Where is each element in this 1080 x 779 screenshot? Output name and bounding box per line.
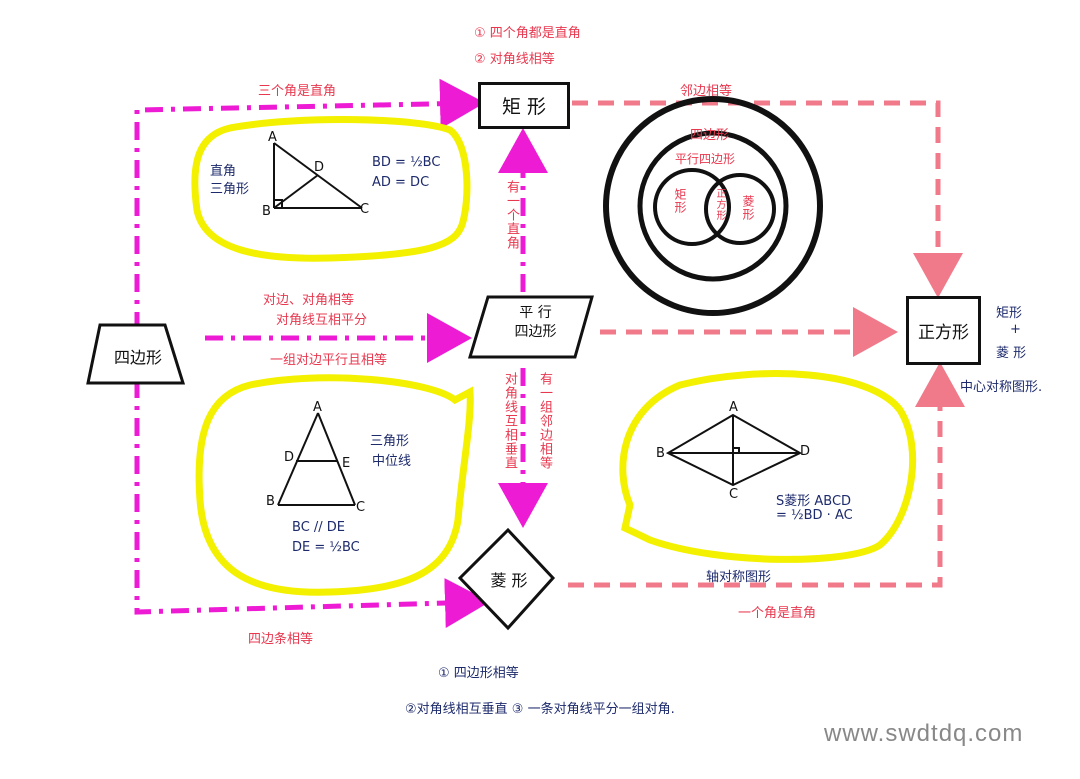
point-label-A: A <box>268 130 277 145</box>
point-label-A: A <box>313 400 322 415</box>
rhombus-property-2: ②对角线相互垂直 ③ 一条对角线平分一组对角. <box>405 702 675 717</box>
point-label-E: E <box>342 456 351 471</box>
node-parallelogram-line1: 平 行 <box>519 305 552 321</box>
rect-property-2: ② 对角线相等 <box>474 52 555 67</box>
edge-rect-to-square-line <box>572 100 963 298</box>
bubble-midline-formula-1: BC // DE <box>292 520 346 535</box>
bubble-right-triangle-formula-1: BD = ½BC <box>372 155 441 170</box>
edge-quad-to-rhombus-line <box>134 380 490 629</box>
node-rhombus: 菱 形 <box>490 571 528 590</box>
edge-label-quad-to-para-3: 一组对边平行且相等 <box>270 353 388 368</box>
point-label-D: D <box>800 444 811 459</box>
bubble-midline-formula-2: DE = ½BC <box>292 540 360 555</box>
bubble-midline-outline <box>195 374 474 596</box>
edge-label-quad-to-para-2: 对角线互相平分 <box>276 313 368 328</box>
point-label-C: C <box>356 500 366 515</box>
edge-label-rect-to-square: 邻边相等 <box>680 84 733 99</box>
bubble-rhombus-area-outline <box>619 370 917 563</box>
edge-label-quad-to-rhombus: 四边条相等 <box>248 632 314 647</box>
square-note-plus: + <box>1010 322 1021 337</box>
venn-outer-label: 四边形 <box>690 128 730 143</box>
node-parallelogram-line2: 四边形 <box>514 324 557 340</box>
edge-label-rhombus-to-square: 一个角是直角 <box>738 606 817 621</box>
bubble-rhombus-formula-2: = ½BD · AC <box>776 508 853 523</box>
node-quadrilateral: 四边形 <box>113 348 162 367</box>
rhombus-area-figure <box>665 413 803 487</box>
point-label-D: D <box>314 160 325 175</box>
bubble-right-triangle-outline <box>191 116 471 262</box>
watermark: www.swdtdq.com <box>818 718 1030 750</box>
edge-label-para-to-rhombus-b: 有一组邻边相等 <box>537 372 552 470</box>
edge-quad-to-rect-line <box>134 78 485 330</box>
point-label-C: C <box>360 202 370 217</box>
point-label-B: B <box>266 494 275 509</box>
point-label-B: B <box>656 446 665 461</box>
edge-label-quad-to-para-1: 对边、对角相等 <box>263 293 355 308</box>
square-note-3: 中心对称图形. <box>960 380 1043 395</box>
bubble-right-triangle-title-1: 直角 <box>210 164 237 179</box>
edge-rhombus-to-square-line <box>568 362 965 588</box>
venn-diagram <box>603 96 823 316</box>
right-triangle-figure <box>273 142 363 209</box>
node-rectangle: 矩 形 <box>478 82 570 129</box>
node-square: 正方形 <box>906 296 981 365</box>
square-note-2: 菱 形 <box>996 346 1027 361</box>
rhombus-symmetry-note: 轴对称图形 <box>706 570 772 585</box>
node-square-label: 正方形 <box>918 323 969 343</box>
point-label-B: B <box>262 204 271 219</box>
venn-middle-label: 平行四边形 <box>675 152 736 166</box>
venn-overlap-label: 正方形 <box>714 188 725 221</box>
node-parallelogram: 平 行 四边形 <box>488 304 583 342</box>
midline-triangle-figure <box>277 412 356 506</box>
point-label-D: D <box>284 450 295 465</box>
square-note-1: 矩形 <box>996 306 1023 321</box>
rect-property-1: ① 四个角都是直角 <box>474 26 581 41</box>
venn-left-label: 矩形 <box>673 188 687 214</box>
quadrilateral-shape <box>86 323 186 385</box>
venn-right-label: 菱形 <box>741 195 755 221</box>
bubble-right-triangle-title-2: 三角形 <box>210 182 250 197</box>
bubble-midline-title-1: 三角形 <box>370 434 410 449</box>
point-label-A: A <box>729 400 738 415</box>
bubble-midline-title-2: 中位线 <box>372 454 412 469</box>
parallelogram-shape <box>467 295 594 359</box>
edge-label-para-to-rect: 有一个直角 <box>504 180 519 250</box>
edge-label-para-to-rhombus-a: 对角线互相垂直 <box>502 372 517 470</box>
rhombus-property-1: ① 四边形相等 <box>438 666 519 681</box>
edge-label-quad-to-rect: 三个角是直角 <box>258 84 337 99</box>
bubble-rhombus-formula-1: S菱形 ABCD <box>776 494 852 509</box>
rhombus-shape <box>457 527 556 631</box>
point-label-C: C <box>729 487 739 502</box>
node-rectangle-label: 矩 形 <box>501 96 547 118</box>
bubble-right-triangle-formula-2: AD = DC <box>372 175 430 190</box>
